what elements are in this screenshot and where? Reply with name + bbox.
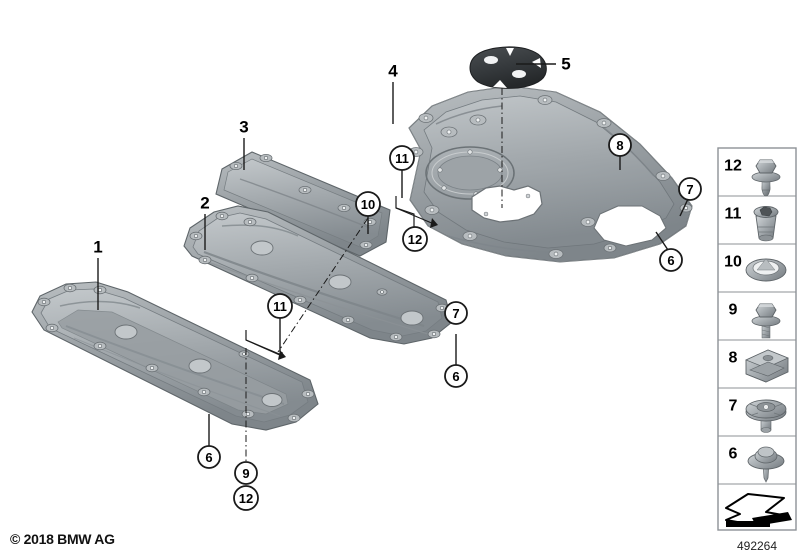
part-3-reinforcement-strip	[215, 151, 391, 257]
callout-circle	[355, 191, 381, 217]
callout-circle	[444, 364, 468, 388]
part-label-2: 2	[200, 194, 209, 213]
callout-circle	[678, 177, 702, 201]
callout-11-top: 11	[389, 145, 415, 171]
callout-10: 10	[355, 191, 381, 217]
callout-6-mid: 6	[444, 364, 468, 388]
assembly-alignment-lines	[245, 88, 503, 462]
callout-12-bottom: 12	[233, 485, 259, 511]
callout-7-right: 7	[678, 177, 702, 201]
legend-number-11: 11	[725, 206, 742, 223]
callout-number: 11	[395, 151, 409, 166]
callout-11-mid: 11	[267, 293, 293, 319]
part-2-underbody-panel-middle	[183, 205, 453, 345]
callout-circle	[444, 301, 468, 325]
part-label-5: 5	[561, 55, 570, 74]
part-5-cover-disc	[469, 46, 547, 89]
callout-circle	[233, 485, 259, 511]
callout-circle	[402, 226, 428, 252]
callout-circle	[389, 145, 415, 171]
legend-icon-push-pin-clip	[747, 446, 785, 483]
callout-7-mid: 7	[444, 301, 468, 325]
callout-circle	[197, 445, 221, 469]
legend-icon-expanding-rivet	[745, 399, 787, 433]
callout-number: 10	[361, 197, 375, 212]
legend-number-12: 12	[724, 158, 742, 175]
legend-icon-hex-flange-bolt	[751, 159, 781, 197]
callout-number: 12	[239, 491, 253, 506]
legend-numbers: 12 11 10 9 8 7 6	[724, 158, 742, 463]
callout-circle	[234, 461, 258, 485]
callout-number: 8	[616, 138, 623, 153]
callout-number: 6	[205, 450, 212, 465]
callout-number: 6	[452, 369, 459, 384]
legend-icon-u-clip-nut	[745, 349, 789, 383]
legend-icon-hex-head-screw	[751, 303, 781, 339]
callout-bubbles: 11 8 7 6 10 12 11 7 6 6 9 12	[197, 133, 702, 511]
callout-12-top: 12	[402, 226, 428, 252]
legend-number-6: 6	[729, 446, 738, 463]
legend-icon-conical-washer	[745, 258, 787, 282]
bracket-arrowheads	[278, 218, 438, 360]
callout-number: 11	[273, 299, 287, 314]
part-label-1: 1	[93, 238, 102, 257]
part-4-engine-underbody-shield	[408, 85, 693, 263]
legend-panel: 12 11 10 9 8 7 6	[717, 147, 797, 531]
legend-number-7: 7	[729, 398, 738, 415]
part-label-4: 4	[388, 62, 398, 81]
callout-number: 6	[667, 253, 674, 268]
callout-6-right: 6	[659, 248, 683, 272]
diagram-id-label: 492264	[736, 539, 778, 553]
legend-number-8: 8	[729, 350, 738, 367]
callout-9: 9	[234, 461, 258, 485]
legend-number-9: 9	[729, 302, 738, 319]
callout-circle	[267, 293, 293, 319]
callout-circle	[608, 133, 632, 157]
callout-8: 8	[608, 133, 632, 157]
legend-icon-threaded-insert-nut	[753, 206, 779, 242]
callout-circle	[659, 248, 683, 272]
callout-number: 7	[686, 182, 693, 197]
callout-6-bottom: 6	[197, 445, 221, 469]
callout-number: 9	[242, 466, 249, 481]
legend-number-10: 10	[724, 254, 742, 271]
legend-icon-direction-arrow	[725, 493, 792, 527]
part-label-3: 3	[239, 118, 248, 137]
callout-number: 7	[452, 306, 459, 321]
callout-number: 12	[408, 232, 422, 247]
copyright-notice: © 2018 BMW AG	[10, 531, 115, 547]
